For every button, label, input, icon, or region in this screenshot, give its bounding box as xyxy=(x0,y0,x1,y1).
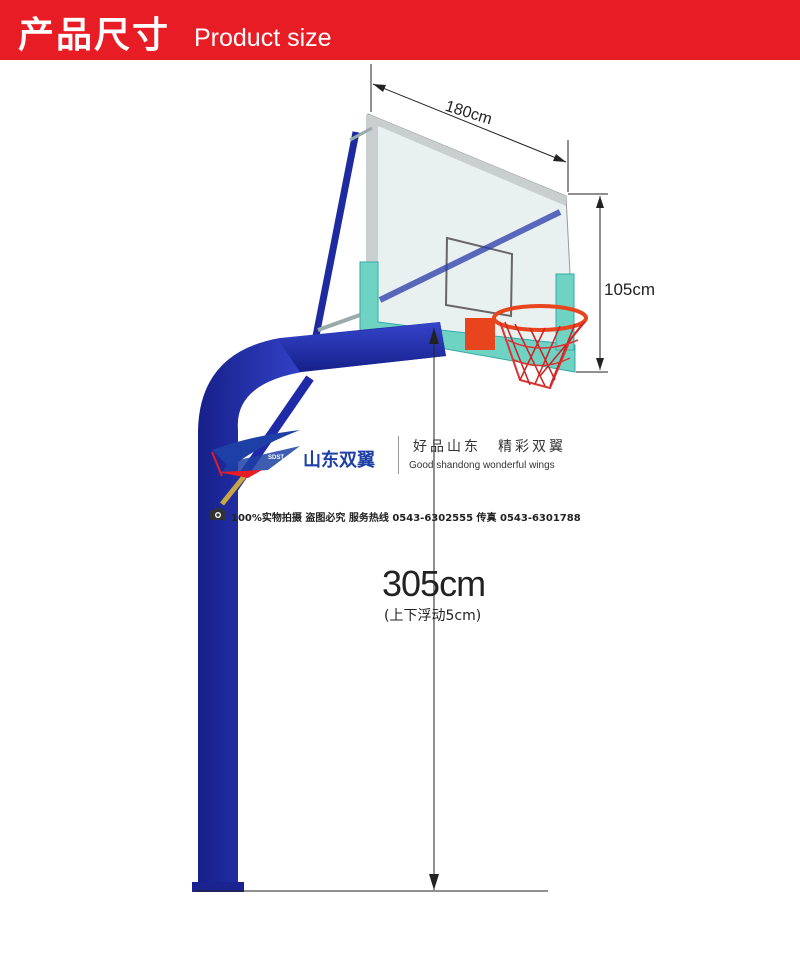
brand-logo-mark xyxy=(211,430,300,478)
brand-mark-text: SDST xyxy=(268,455,285,461)
header-title-cn: 产品尺寸 xyxy=(18,15,171,56)
height-dimension-line xyxy=(568,193,608,373)
rim-height-note: (上下浮动5cm) xyxy=(384,608,482,624)
rear-brace xyxy=(312,126,373,337)
board-height-label: 105cm xyxy=(604,280,656,299)
rim-height-label: 305cm xyxy=(382,563,486,604)
header-title-en: Product size xyxy=(194,24,332,52)
slogan-en: Good shandong wonderful wings xyxy=(409,460,555,471)
rim-height-dimension-line xyxy=(196,328,548,892)
pole xyxy=(192,322,446,892)
brand-name: 山东双翼 xyxy=(303,450,375,471)
rim-and-net xyxy=(465,304,588,390)
slogan-cn: 好品山东 精彩双翼 xyxy=(413,439,566,455)
logo-divider xyxy=(398,436,399,474)
header-banner: 产品尺寸 Product size xyxy=(0,0,800,60)
copyright-notice: 100%实物拍摄 盗图必究 服务热线 0543-6302555 传真 0543-… xyxy=(231,513,581,524)
width-dimension-line xyxy=(370,64,569,192)
camera-icon xyxy=(210,508,226,520)
